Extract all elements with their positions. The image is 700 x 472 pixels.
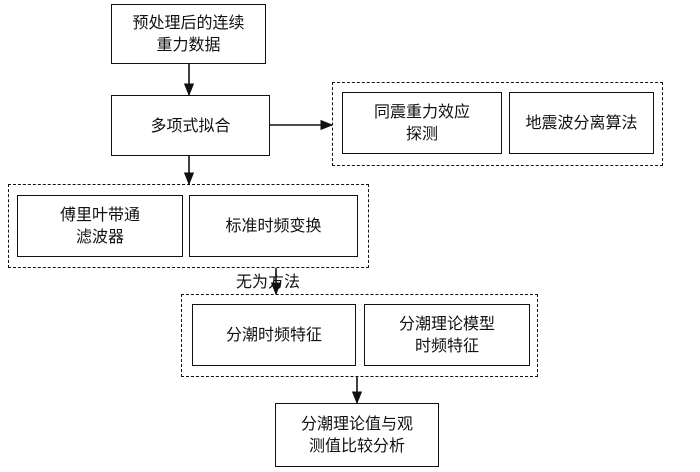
group-detection: [332, 82, 663, 166]
node-tidal-model-time-frequency: 分潮理论模型 时频特征: [364, 304, 530, 366]
node-comparison-analysis: 分潮理论值与观 测值比较分析: [275, 403, 439, 467]
group-filtering: [8, 184, 369, 268]
node-tidal-time-frequency: 分潮时频特征: [192, 304, 356, 366]
node-standard-time-frequency: 标准时频变换: [189, 195, 358, 257]
node-coseismic-gravity-detection: 同震重力效应 探测: [342, 92, 502, 154]
node-seismic-wave-separation: 地震波分离算法: [509, 92, 654, 154]
edge-label-method: 无为方法: [236, 272, 301, 291]
node-polynomial-fit: 多项式拟合: [111, 95, 270, 156]
group-tidal-features: [181, 294, 538, 377]
node-fourier-bandpass: 傅里叶带通 滤波器: [17, 195, 183, 257]
node-preprocessed-data: 预处理后的连续 重力数据: [111, 4, 266, 64]
